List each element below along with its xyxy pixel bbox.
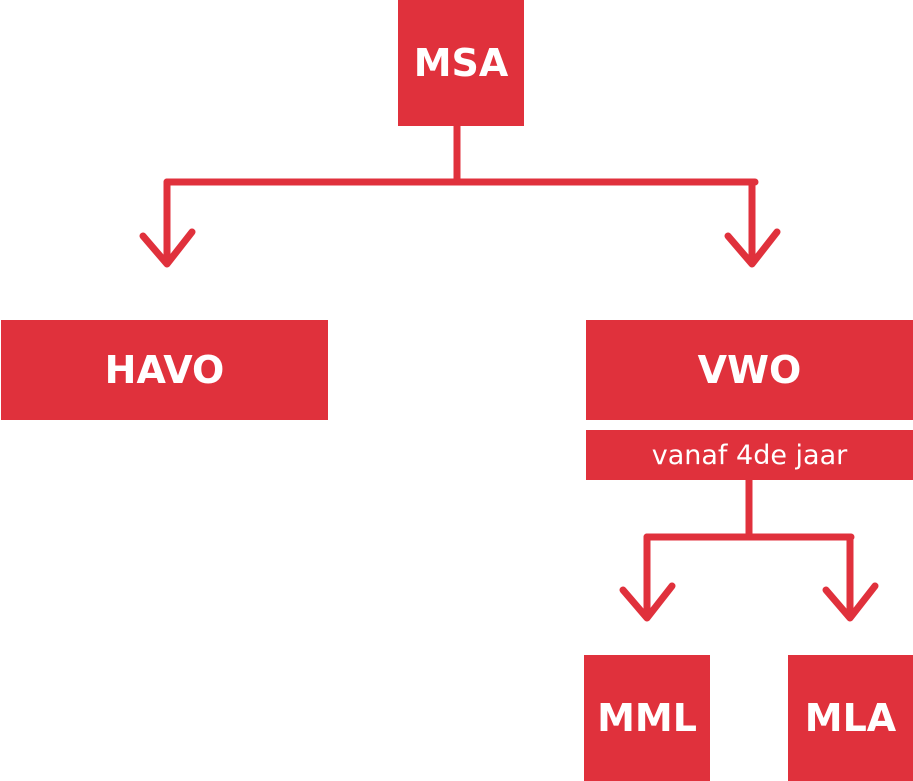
arrow-havo (139, 178, 196, 268)
vwo-note: vanaf 4de jaar (586, 430, 913, 480)
vwo-note-label: vanaf 4de jaar (651, 439, 848, 471)
node-vwo: VWO (586, 320, 913, 420)
node-vwo-label: VWO (697, 348, 802, 392)
node-mml-label: MML (597, 696, 697, 740)
node-mla: MLA (788, 655, 913, 781)
node-msa-label: MSA (413, 41, 509, 85)
node-havo-label: HAVO (104, 348, 225, 392)
node-mla-label: MLA (804, 696, 897, 740)
node-havo: HAVO (1, 320, 328, 420)
connector-vwo (643, 476, 855, 541)
node-mml: MML (584, 655, 710, 781)
arrow-mla (822, 533, 879, 622)
connector-msa (163, 122, 759, 186)
node-msa: MSA (398, 0, 524, 126)
arrow-mml (619, 533, 676, 622)
arrow-vwo (724, 178, 781, 268)
